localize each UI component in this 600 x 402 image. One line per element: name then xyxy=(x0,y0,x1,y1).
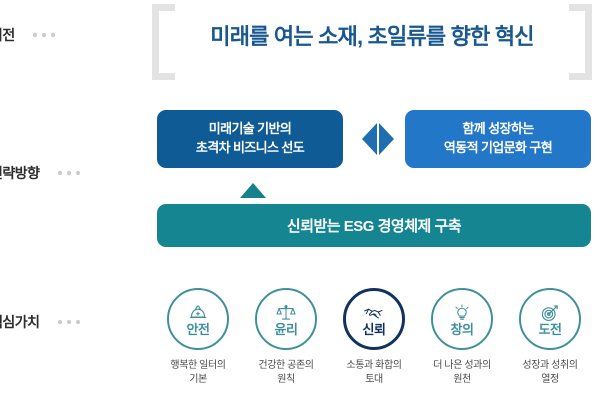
esg-foundation-bar-text: 신뢰받는 ESG 경영체제 구축 xyxy=(286,218,462,235)
strategy-box-right: 함께 성장하는 역동적 기업문화 구현 xyxy=(405,110,591,168)
row-label-vision-text: 비전 xyxy=(0,27,15,43)
row-label-core-values-text: 핵심가치 xyxy=(0,314,40,330)
esg-foundation-bar: 신뢰받는 ESG 경영체제 구축 xyxy=(157,204,591,247)
diamond-split-icon xyxy=(362,123,394,155)
strategy-box-left: 미래기술 기반의 초격차 비즈니스 선도 xyxy=(157,110,343,168)
core-value-name: 도전 xyxy=(538,322,562,337)
core-value-name: 윤리 xyxy=(274,322,298,337)
strategy-box-left-line1: 미래기술 기반의 xyxy=(208,121,292,137)
row-label-vision: 비전 xyxy=(0,25,55,45)
core-value-item[interactable]: 윤리 건강한 공존의 원칙 xyxy=(245,288,327,400)
core-value-circle-trust[interactable]: 신뢰 xyxy=(343,288,405,350)
core-value-item[interactable]: 창의 더 나은 성과의 원천 xyxy=(421,288,503,400)
core-value-name: 신뢰 xyxy=(362,322,386,337)
triangle-up-icon xyxy=(240,183,266,198)
vision-title: 미래를 여는 소재, 초일류를 향한 혁신 xyxy=(210,24,534,49)
core-value-caption: 소통과 화합의 토대 xyxy=(346,360,402,385)
lightbulb-icon xyxy=(453,302,471,322)
dots-separator-values xyxy=(57,320,80,324)
bracket-right-icon xyxy=(569,4,592,80)
core-value-circle-safety[interactable]: 안전 xyxy=(167,288,229,350)
core-values-row: 안전 행복한 일터의 기본 윤리 건강한 공존의 원칙 xyxy=(157,288,591,400)
core-value-item[interactable]: 안전 행복한 일터의 기본 xyxy=(157,288,239,400)
core-value-caption: 건강한 공존의 원칙 xyxy=(258,360,314,385)
core-value-circle-ethics[interactable]: 윤리 xyxy=(255,288,317,350)
core-value-circle-creativity[interactable]: 창의 xyxy=(431,288,493,350)
core-value-caption: 성장과 성취의 열정 xyxy=(522,360,578,385)
handshake-icon xyxy=(363,302,385,322)
core-value-caption: 행복한 일터의 기본 xyxy=(170,360,226,385)
vision-statement-block: 미래를 여는 소재, 초일류를 향한 혁신 xyxy=(152,4,592,80)
safety-helmet-icon xyxy=(188,302,208,322)
bracket-left-icon xyxy=(152,4,175,80)
core-value-item[interactable]: 신뢰 소통과 화합의 토대 xyxy=(333,288,415,400)
core-value-caption: 더 나은 성과의 원천 xyxy=(433,360,491,385)
core-value-item[interactable]: 도전 성장과 성취의 열정 xyxy=(509,288,591,400)
strategy-box-left-line2: 초격차 비즈니스 선도 xyxy=(195,140,305,155)
dots-separator-strategy xyxy=(57,171,80,175)
strategy-box-right-line2: 역동적 기업문화 구현 xyxy=(443,140,553,155)
strategy-box-right-line1: 함께 성장하는 xyxy=(462,121,534,137)
core-value-name: 안전 xyxy=(186,322,210,337)
row-label-core-values: 핵심가치 xyxy=(0,312,80,332)
core-value-name: 창의 xyxy=(450,322,474,337)
target-dart-icon xyxy=(540,302,560,322)
balance-scales-icon xyxy=(276,302,296,322)
dots-separator-vision xyxy=(32,33,55,37)
core-value-circle-challenge[interactable]: 도전 xyxy=(519,288,581,350)
